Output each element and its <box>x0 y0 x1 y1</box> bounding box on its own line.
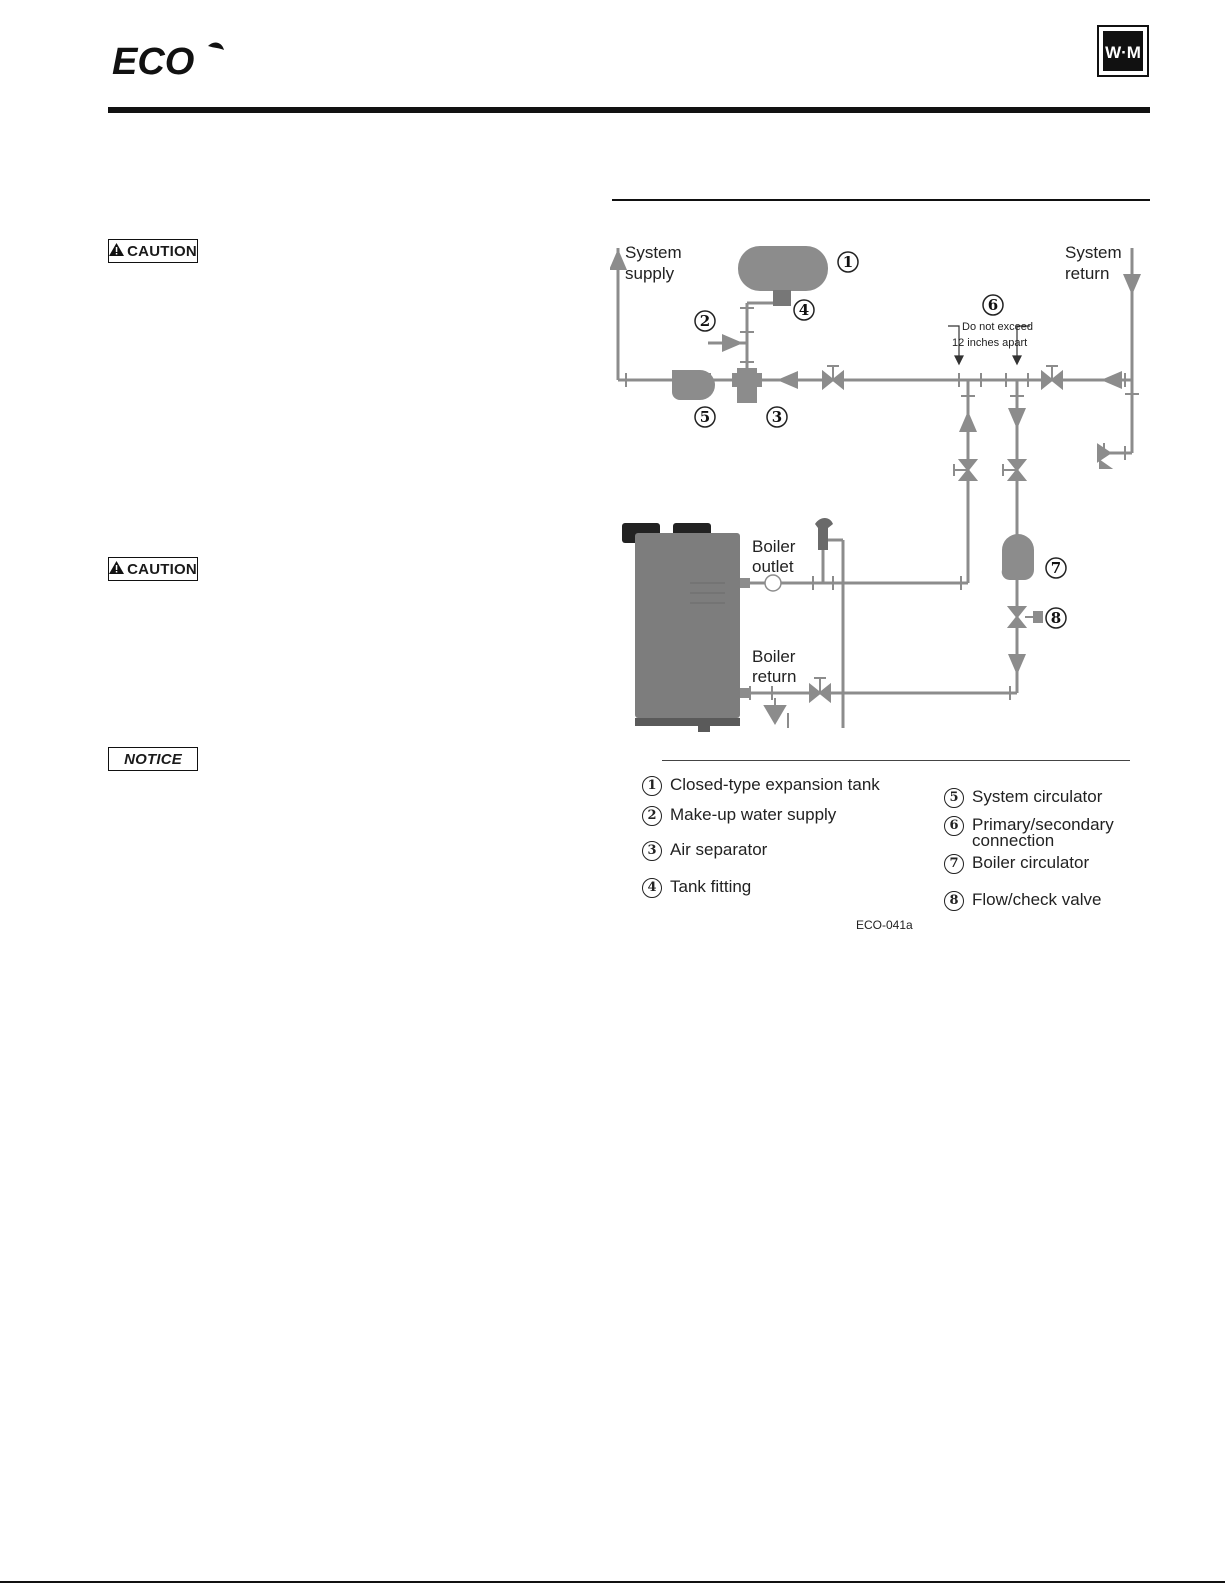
weil-mclain-logo: W·M <box>1097 25 1149 77</box>
callout-1: 1 <box>843 253 853 271</box>
legend-item: 1 Closed-type expansion tank <box>642 775 910 796</box>
notice-label: NOTICE <box>108 747 198 771</box>
legend-text: Primary/secondary connection <box>972 815 1114 850</box>
legend-number: 8 <box>944 891 964 911</box>
weil-mclain-logo-text: W·M <box>1105 43 1141 62</box>
figure-code: ECO-041a <box>856 918 913 932</box>
relief-valve-icon <box>815 518 833 550</box>
legend-number: 7 <box>944 854 964 874</box>
callout-6: 6 <box>988 296 998 314</box>
legend-number: 2 <box>642 806 662 826</box>
piping-diagram: System supply System return Do not excee… <box>610 243 1141 732</box>
caution-label-text: CAUTION <box>127 560 197 578</box>
eco-logo-text: ECO <box>112 41 194 80</box>
callout-5: 5 <box>700 408 710 426</box>
legend-text: Closed-type expansion tank <box>670 775 880 794</box>
callout-8: 8 <box>1051 609 1061 627</box>
legend-item: 3 Air separator <box>642 840 910 861</box>
boiler-outlet-label: Boiler <box>752 537 796 556</box>
legend-number: 6 <box>944 816 964 836</box>
legend-number: 4 <box>642 878 662 898</box>
legend-item: 6 Primary/secondary connection <box>944 815 1142 850</box>
drain-valves <box>763 443 1114 728</box>
callout-circles <box>694 251 1067 629</box>
caution-label: CAUTION <box>108 557 198 581</box>
header-rule <box>108 107 1150 113</box>
boiler-outlet-label: outlet <box>752 557 794 576</box>
legend-item: 2 Make-up water supply <box>642 805 910 826</box>
footer-rule <box>0 1581 1225 1583</box>
legend-item: 4 Tank fitting <box>642 877 910 898</box>
boiler-circulator-icon <box>1001 534 1034 581</box>
spacing-note: Do not exceed <box>962 321 1033 333</box>
legend-text: Air separator <box>670 840 768 859</box>
system-supply-label: System <box>625 243 682 262</box>
eco-logo: ECO <box>110 38 235 83</box>
system-return-label: return <box>1065 264 1109 283</box>
legend-item: 7 Boiler circulator <box>944 853 1162 874</box>
figure-top-rule <box>612 199 1150 201</box>
system-supply-label: supply <box>625 264 675 283</box>
legend-text: Boiler circulator <box>972 853 1090 872</box>
air-separator-icon <box>732 368 762 403</box>
caution-label-text: CAUTION <box>127 242 197 260</box>
warning-triangle-icon <box>109 242 125 260</box>
legend-number: 1 <box>642 776 662 796</box>
callout-4: 4 <box>799 301 809 319</box>
legend-item: 5 System circulator <box>944 787 1162 808</box>
boiler-unit <box>622 523 750 732</box>
warning-triangle-icon <box>109 560 125 578</box>
callout-7: 7 <box>1051 559 1061 577</box>
flow-check-valve-icon <box>1006 606 1043 628</box>
legend-number: 3 <box>642 841 662 861</box>
system-circulator-icon <box>672 370 715 400</box>
caution-label: CAUTION <box>108 239 198 263</box>
callout-2: 2 <box>700 312 710 330</box>
legend-number: 5 <box>944 788 964 808</box>
spacing-note: 12 inches apart <box>952 337 1027 349</box>
legend-text: System circulator <box>972 787 1103 806</box>
leaf-icon <box>208 42 224 50</box>
system-return-label: System <box>1065 243 1122 262</box>
boiler-return-label: return <box>752 667 796 686</box>
boiler-return-label: Boiler <box>752 647 796 666</box>
expansion-tank <box>738 246 828 306</box>
legend-text: Tank fitting <box>670 877 752 896</box>
legend-text: Make-up water supply <box>670 805 837 824</box>
legend-rule <box>662 760 1130 761</box>
temperature-gauge-icon <box>764 574 782 592</box>
spacing-bracket <box>948 325 1030 366</box>
isolation-valves <box>809 365 1063 704</box>
legend-item: 8 Flow/check valve <box>944 890 1162 911</box>
flow-arrows <box>610 249 1141 675</box>
legend-text: Flow/check valve <box>972 890 1102 909</box>
notice-label-text: NOTICE <box>124 750 182 768</box>
callout-3: 3 <box>772 408 782 426</box>
